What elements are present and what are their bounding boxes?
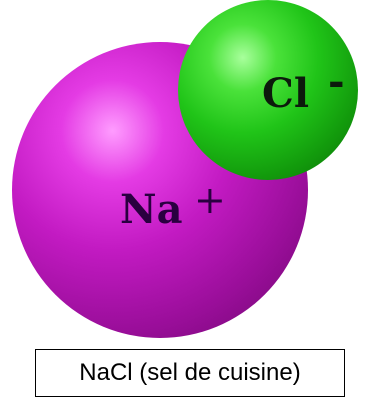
chloride-symbol: Cl — [262, 70, 310, 117]
sodium-charge: + — [194, 178, 226, 222]
caption-text: NaCl (sel de cuisine) — [79, 359, 301, 386]
sodium-symbol: Na — [120, 186, 183, 233]
caption-box: NaCl (sel de cuisine) — [35, 349, 345, 397]
chloride-charge: - — [328, 58, 345, 105]
chloride-ion-sphere — [178, 0, 358, 180]
